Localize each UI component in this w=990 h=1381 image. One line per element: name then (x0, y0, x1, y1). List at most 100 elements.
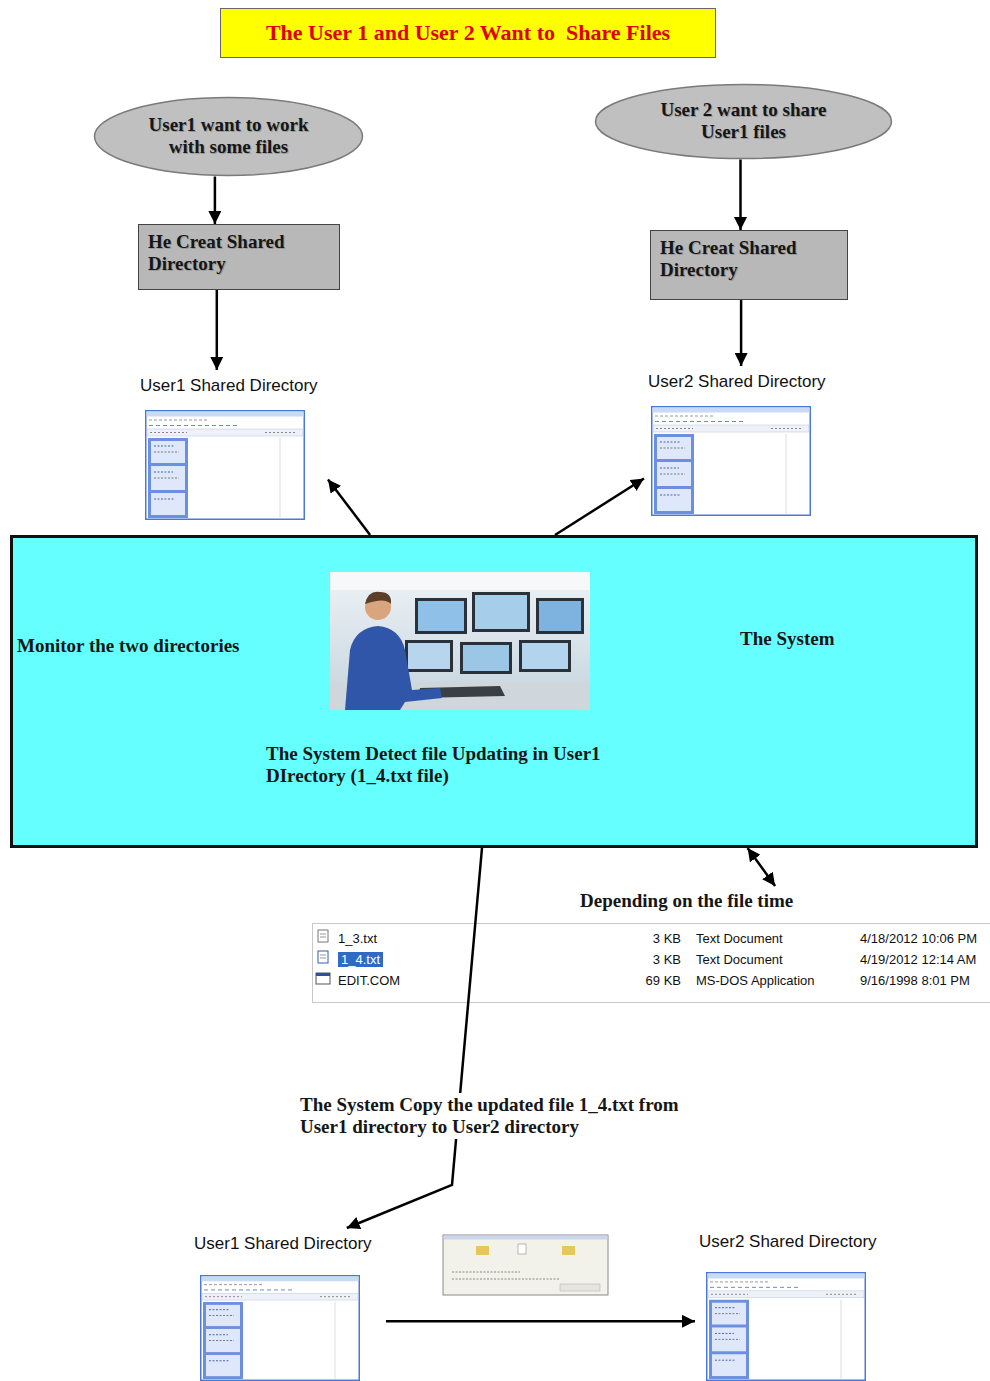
title-banner: The User 1 and User 2 Want to Share File… (220, 8, 716, 58)
directory-label: User2 Shared Directory (648, 372, 826, 392)
text-holder: 69 KB (608, 971, 681, 989)
file-icon (316, 973, 330, 984)
text-holder: 9/16/1998 8:01 PM (860, 971, 970, 989)
file-icon (320, 958, 326, 959)
file-icon (316, 930, 330, 984)
text-holder: 3 KB (608, 950, 681, 968)
system-text: Monitor the two directories (17, 635, 337, 657)
operator-photo (522, 643, 568, 669)
copy-dialog (560, 1284, 600, 1291)
shared-directory: User1 Shared Directory (136, 370, 328, 522)
copy-dialog (562, 1246, 575, 1255)
operator-photo (330, 572, 590, 590)
directory-window (201, 1276, 360, 1381)
shared-directory: User2 Shared Directory (644, 366, 840, 518)
operator-photo (365, 594, 391, 620)
copy-dialog (476, 1246, 489, 1255)
operator-photo (463, 645, 509, 671)
text-holder: The System Copy the updated file 1_4.txt… (298, 1093, 728, 1139)
file-icon (318, 930, 328, 942)
directory-label: User2 Shared Directory (699, 1232, 877, 1252)
flow-arrow (386, 1320, 695, 1323)
directory-window (146, 407, 866, 1381)
file-cell: 69 KB (646, 973, 681, 988)
flow-arrow (555, 479, 644, 536)
system-text: The System (740, 628, 970, 650)
operator-photo (365, 592, 391, 604)
file-cell: Text Document (696, 952, 783, 967)
text-holder: 4/19/2012 12:14 AM (860, 950, 976, 968)
ellipse-shape (596, 84, 892, 158)
operator-photo (345, 626, 442, 710)
file-list: Depending on the file time 1_3.txt 3 KB Tex… (312, 886, 990, 1006)
operator-photo (405, 640, 453, 672)
directory-window (707, 1273, 866, 1381)
operator-photo (408, 643, 450, 669)
text-holder: The System (740, 628, 970, 650)
file-cell: 9/16/1998 8:01 PM (860, 973, 970, 988)
operator-photo (330, 572, 590, 710)
operator-photo (418, 601, 464, 631)
operator-photo (418, 686, 505, 698)
file-cell: 4/19/2012 12:14 AM (860, 952, 976, 967)
file-cell: MS-DOS Application (696, 973, 815, 988)
process-text: He Creat Shared Directory (148, 231, 330, 275)
shared-directory: User1 Shared Directory (190, 1228, 386, 1381)
flow-arrow (740, 300, 743, 366)
copy-dialog (518, 1244, 526, 1254)
directory-label: User1 Shared Directory (140, 376, 318, 396)
text-holder: MS-DOS Application (696, 971, 815, 989)
process-box: He Creat Shared Directory (138, 224, 340, 290)
operator-photo (539, 601, 581, 631)
file-icon (318, 951, 328, 963)
flow-arrow (748, 848, 776, 886)
file-cell: 4/18/2012 10:06 PM (860, 931, 977, 946)
file-icon (320, 934, 326, 935)
flow-arrow (214, 177, 217, 225)
operator-photo (536, 598, 584, 634)
flow-arrow (347, 848, 482, 1228)
goal-ellipse: User1 want to work with some files (93, 96, 364, 177)
file-cell: 1_4.txt (338, 952, 383, 967)
file-icon (320, 937, 326, 938)
note-heading: Depending on the file time (580, 890, 793, 912)
file-icon (316, 973, 330, 976)
file-cell: EDIT.COM (338, 973, 400, 988)
operator-photo (519, 640, 571, 672)
text-holder: The User 1 and User 2 Want to Share File… (220, 8, 716, 58)
text-holder: Monitor the two directories (17, 635, 337, 657)
directory-window (146, 411, 305, 520)
operator-photo (460, 642, 512, 674)
process-box: He Creat Shared Directory (650, 230, 848, 300)
directory-window (652, 407, 811, 516)
goal-text: User1 want to work with some files (134, 114, 324, 158)
file-cell: 3 KB (653, 931, 681, 946)
system-text: The System Detect file Updating in User1… (266, 743, 661, 787)
flow-arrow (739, 160, 742, 231)
text-holder: 3 KB (608, 929, 681, 947)
shared-directory: User2 Shared Directory (695, 1226, 895, 1381)
operator-photo (472, 592, 530, 632)
text-holder: 4/18/2012 10:06 PM (860, 929, 977, 947)
system-band: Monitor the two directories The SystemThe… (10, 535, 978, 848)
operator-photo (330, 682, 590, 710)
file-cell: 3 KB (653, 952, 681, 967)
copy-dialog (452, 1272, 520, 1273)
copy-dialog (443, 1235, 608, 1295)
directory-label: User1 Shared Directory (194, 1234, 372, 1254)
copy-dialog (452, 1279, 560, 1280)
flow-arrow (328, 479, 370, 535)
file-cell: Text Document (696, 931, 783, 946)
text-holder: 1_3.txt (338, 929, 377, 947)
process-text: He Creat Shared Directory (660, 237, 838, 281)
text-holder: EDIT.COM (338, 971, 400, 989)
file-icon (320, 955, 326, 956)
goal-ellipse: User 2 want to share User1 files (594, 83, 893, 160)
text-holder: Depending on the file time (580, 890, 793, 912)
file-cell: 1_3.txt (338, 931, 377, 946)
text-holder: Text Document (696, 929, 783, 947)
operator-photo (415, 598, 467, 634)
